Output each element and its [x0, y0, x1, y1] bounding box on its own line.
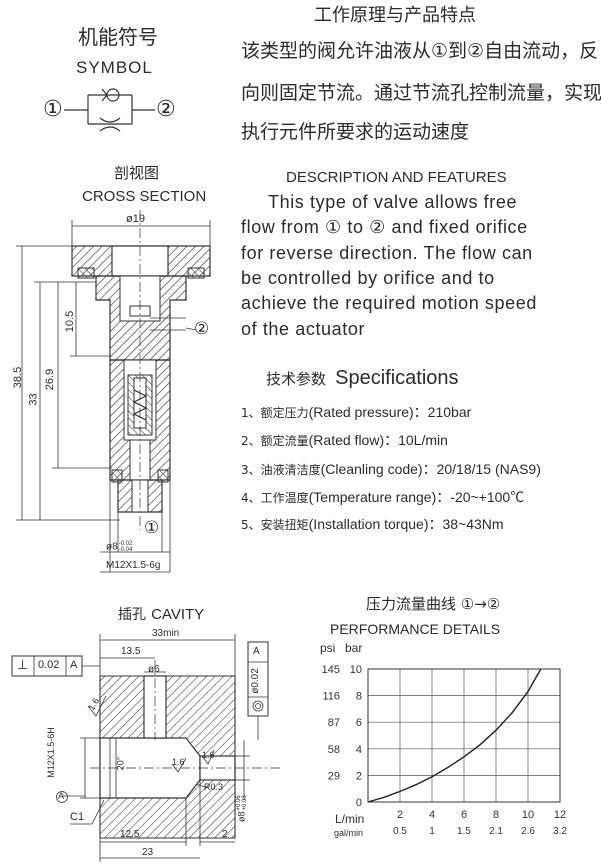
spec-item-2-en: (Rated flow)：10L/min [308, 432, 448, 448]
y-tick-label-psi: 58 [328, 744, 340, 756]
principle-line-1: 该类型的阀允许油液从①到②自由流动，反 [241, 40, 599, 62]
spec-item-2: 2、额定流量(Rated flow)：10L/min [241, 432, 448, 448]
description-line-1: This type of valve allows free [268, 192, 518, 212]
x-tick-label-gal: 2.6 [521, 826, 535, 837]
spec-item-1-cn: 1、额定压力 [241, 406, 309, 420]
y-tick-label-bar: 0 [356, 797, 362, 809]
cavity-title-en: CAVITY [151, 606, 205, 623]
symbol-port-1: ① [43, 97, 63, 122]
dim-bore-tol-upper: -0.02 [118, 541, 133, 547]
principle-line-2: 向则固定节流。通过节流孔控制流量，实现 [241, 82, 602, 104]
perp-symbol: ⊥ [17, 658, 29, 673]
cavity-dim-d6: ø6 [148, 664, 160, 675]
cavity-dim-33min: 33min [152, 628, 180, 639]
x-tick-label-lmin: 12 [554, 809, 566, 821]
cavity-c1: C1 [70, 811, 85, 823]
cross-section-title-cn: 剖视图 [114, 164, 160, 182]
spec-item-1-en: (Rated pressure)：210bar [308, 404, 472, 420]
cavity-dim-2: 2 [222, 829, 228, 840]
x-tick-label-lmin: 10 [522, 809, 534, 821]
y-tick-label-bar: 4 [356, 744, 362, 756]
chart-ylabel-psi: psi [320, 641, 336, 655]
spec-item-3: 3、油液清洁度(Cleanling code)：20/18/15 (NAS9) [241, 461, 541, 477]
description-line-2: flow from ① to ② and fixed orifice [241, 217, 528, 237]
cross-section-port-1: ① [144, 518, 160, 538]
dim-bore-tol-lower: -0.04 [118, 547, 133, 553]
spec-item-1: 1、额定压力(Rated pressure)：210bar [241, 404, 471, 420]
spec-item-2-cn: 2、额定流量 [241, 434, 309, 448]
principle-line-3: 执行元件所要求的运动速度 [241, 121, 470, 143]
y-tick-label-bar: 8 [356, 691, 362, 703]
x-tick-label-lmin: 2 [397, 809, 403, 821]
chart-xlabel-gal: gal/min [334, 828, 364, 838]
cavity-dim-12-5: 12.5 [120, 829, 140, 840]
cavity-radius: R0.3 [204, 782, 224, 792]
cavity-title: 插孔 CAVITY [118, 606, 204, 622]
spec-item-5-cn: 5、安装扭矩 [241, 518, 309, 532]
specs-title-cn: 技术参数 [266, 370, 327, 388]
x-tick-label-lmin: 8 [493, 809, 499, 821]
cavity-dim-23: 23 [142, 847, 154, 858]
spec-item-5: 5、安装扭矩(Installation torque)：38~43Nm [241, 516, 504, 532]
principle-title: 工作原理与产品特点 [314, 5, 476, 26]
spec-item-4-en: (Temperature range)：-20~+100℃ [308, 489, 525, 505]
x-tick-label-gal: 1 [429, 826, 435, 837]
cross-section-title-en: CROSS SECTION [82, 188, 207, 205]
specs-title: 技术参数 Specifications [266, 368, 459, 388]
flow-curve [367, 668, 542, 803]
description-title: DESCRIPTION AND FEATURES [286, 169, 507, 186]
cavity-ra-2: 1.6 [172, 757, 185, 767]
conc-ref: A [253, 646, 260, 657]
cavity-datum-a: A [58, 791, 65, 801]
spec-item-3-cn: 3、油液清洁度 [241, 463, 321, 477]
spec-item-4: 4、工作温度(Temperature range)：-20~+100℃ [241, 489, 524, 505]
plot-frame [367, 668, 561, 803]
dim-top-diameter: ø19 [126, 213, 145, 225]
chart-title-en: PERFORMANCE DETAILS [330, 621, 501, 637]
cavity-dim-13-5: 13.5 [121, 646, 141, 657]
dim-bore: ø8-0.02-0.04 [106, 541, 132, 553]
chart-xlabel-lmin: L/min [335, 812, 365, 826]
cross-section-port-2: ② [194, 319, 210, 339]
y-tick-label-psi: 145 [322, 664, 340, 676]
description-line-4: be controlled by orifice and to [241, 268, 495, 288]
chart-ylabel-bar: bar [345, 641, 363, 655]
x-tick-label-lmin: 6 [461, 809, 467, 821]
description-line-6: of the actuator [241, 319, 366, 339]
description-line-5: achieve the required motion speed [241, 293, 537, 313]
y-tick-label-bar: 6 [356, 717, 362, 729]
cavity-title-cn: 插孔 [118, 607, 146, 623]
x-tick-label-gal: 0.5 [393, 826, 407, 837]
dim-bore-value: ø8 [106, 541, 118, 553]
y-tick-label-psi: 29 [328, 770, 340, 782]
spec-item-5-en: (Installation torque)：38~43Nm [308, 516, 504, 532]
perp-value: 0.02 [38, 659, 60, 671]
y-tick-label-bar: 10 [350, 664, 362, 676]
chart-title-cn: 压力流量曲线 ①→② [366, 595, 501, 613]
symbol-port-2: ② [156, 97, 176, 122]
dim-thread: M12X1.5-6g [106, 560, 161, 571]
y-tick-label-bar: 2 [356, 770, 362, 782]
x-tick-label-gal: 3.2 [553, 826, 567, 837]
perp-ref: A [70, 659, 78, 671]
spec-item-4-cn: 4、工作温度 [241, 491, 309, 505]
x-tick-label-gal: 2.1 [489, 826, 503, 837]
x-tick-label-gal: 1.5 [457, 826, 471, 837]
spec-item-3-en: (Cleanling code)：20/18/15 (NAS9) [320, 461, 541, 477]
symbol-title-cn: 机能符号 [78, 25, 158, 49]
specs-title-en: Specifications [335, 367, 459, 389]
y-tick-label-psi: 116 [322, 691, 340, 703]
symbol-title-en: SYMBOL [76, 58, 153, 77]
cavity-ra-3: 1.6 [202, 750, 215, 760]
y-tick-label-psi: 87 [328, 717, 340, 729]
description-line-3: for reverse direction. The flow can [241, 243, 533, 263]
x-tick-label-lmin: 4 [429, 809, 435, 821]
